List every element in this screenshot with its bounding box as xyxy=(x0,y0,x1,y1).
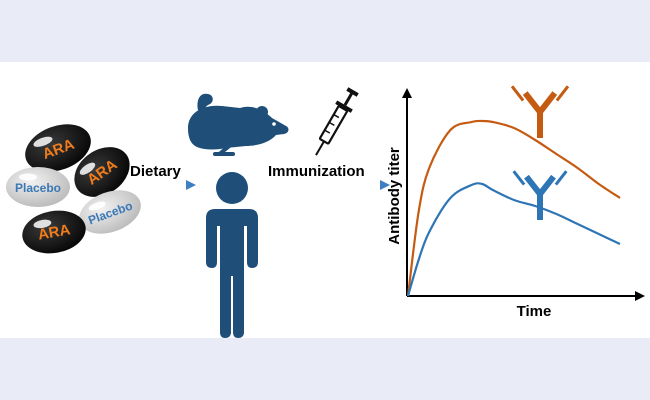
capsule-placebo-2: Placebo xyxy=(79,190,141,234)
y-axis-arrowhead xyxy=(402,88,412,98)
y-axis-label: Antibody titer xyxy=(386,147,403,245)
series-line-high xyxy=(406,119,621,297)
mouse-icon xyxy=(188,93,289,156)
x-axis-arrowhead xyxy=(635,291,645,301)
immunization-label: Immunization xyxy=(268,163,365,180)
antibody-chart: Time Antibody titer xyxy=(386,88,645,320)
dietary-arrow xyxy=(124,180,196,190)
series-line-low xyxy=(406,182,621,297)
capsule-ara-2: ARA xyxy=(74,147,130,197)
antibody-icon xyxy=(512,170,568,220)
immunization-arrow xyxy=(266,180,390,190)
syringe-icon xyxy=(315,87,359,156)
x-axis-label: Time xyxy=(517,303,552,320)
capsule-ara-3: ARA xyxy=(22,210,86,254)
person-icon xyxy=(206,172,258,338)
antibody-icon xyxy=(510,85,570,138)
dietary-label: Dietary xyxy=(130,163,182,180)
capsule-placebo-1: Placebo xyxy=(6,167,70,207)
capsule-label: Placebo xyxy=(15,181,61,195)
capsule-ara-1: ARA xyxy=(25,124,91,172)
capsule-label: ARA xyxy=(37,221,72,243)
